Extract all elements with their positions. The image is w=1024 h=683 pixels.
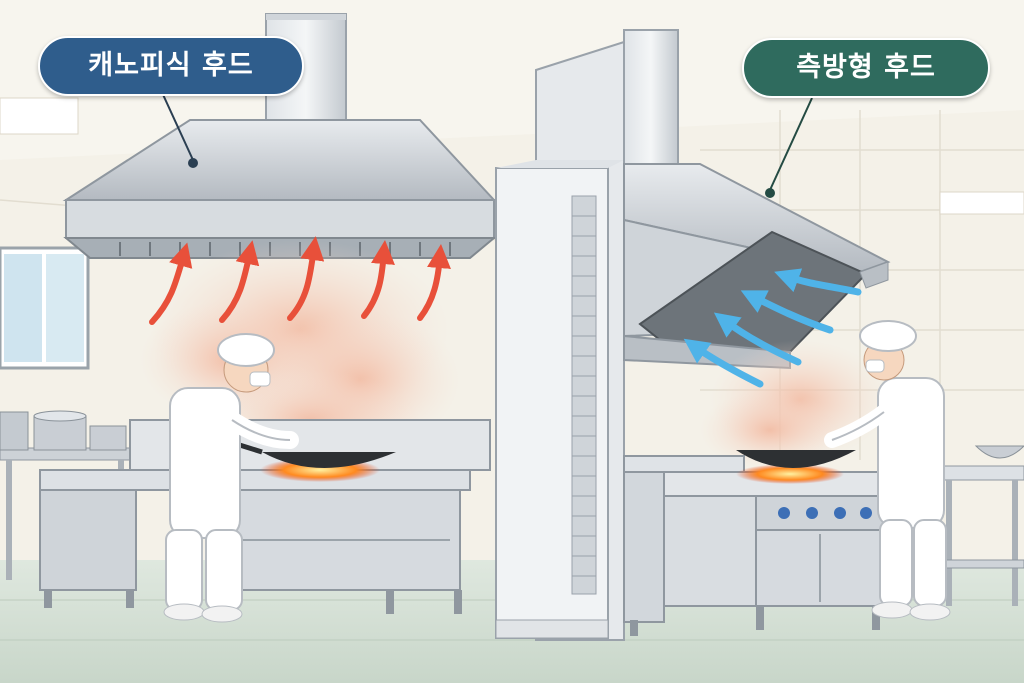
side-pointer-line [769,97,813,191]
wok-left [262,452,396,468]
chef-left [163,333,299,623]
arrow-diagonal-icon [713,312,802,366]
ceiling-light-right [939,191,1024,215]
arrow-up-icon [219,240,260,323]
side-duct [623,29,679,181]
ceiling-light-left [0,97,79,135]
arrow-up-icon [149,242,193,325]
rising-air-arrows [149,236,451,325]
arrow-up-icon [361,240,395,319]
flame-right [736,464,844,484]
chef-right [824,320,951,621]
arrow-up-icon [287,236,325,321]
arrow-diagonal-icon [774,268,862,296]
arrow-diagonal-icon [683,338,764,388]
center-pillar [495,40,625,641]
wok-right [736,450,856,468]
right-stove [623,450,885,636]
side-air-arrows [683,268,862,388]
arrow-up-icon [417,244,451,321]
canopy-pointer-line [159,87,194,161]
side-pointer-dot [765,188,775,198]
canopy-hood-label: 캐노피식 후드 [38,36,304,96]
window [0,246,90,370]
right-shelf [939,445,1024,606]
arrow-diagonal-icon [740,290,834,334]
canopy-pointer-dot [188,158,198,168]
side-hood-label: 측방형 후드 [742,38,990,98]
left-shelf [0,410,131,580]
left-stove [39,419,491,614]
